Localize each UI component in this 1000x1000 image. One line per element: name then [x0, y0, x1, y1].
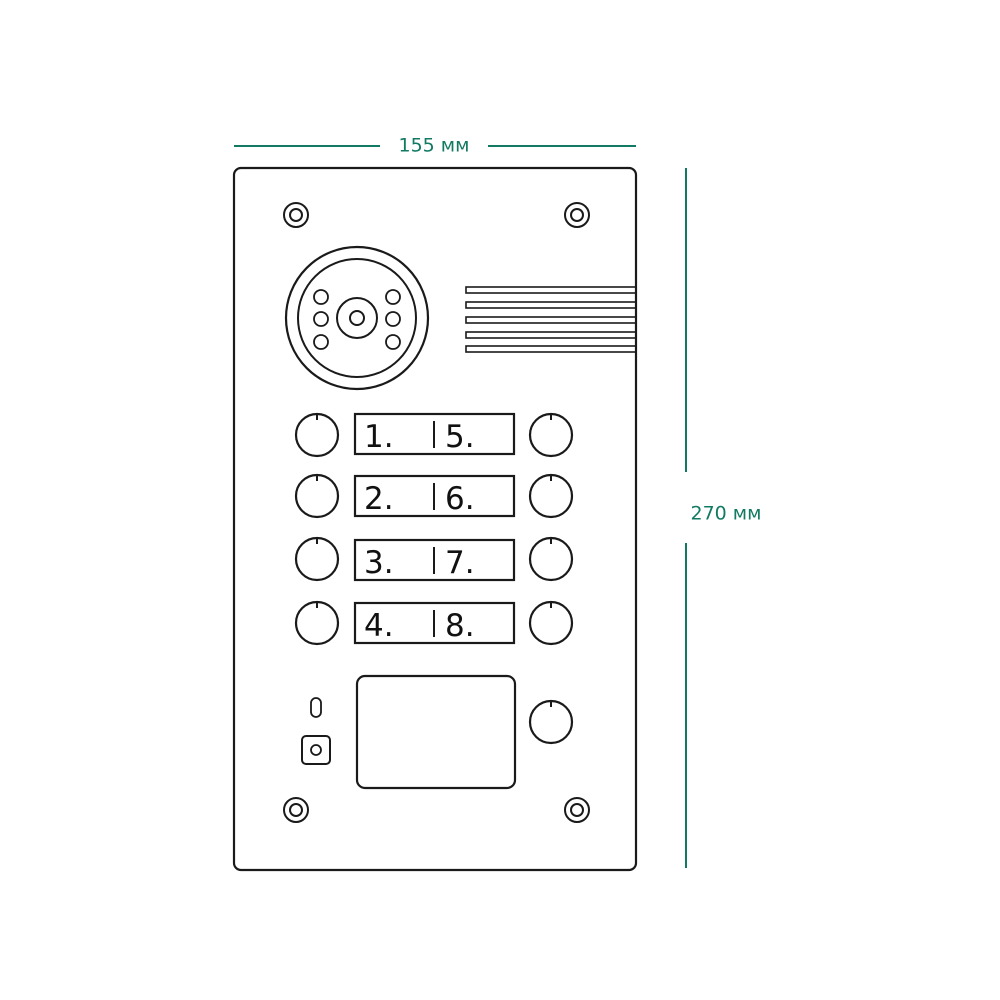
- name-plate: 4. 8.: [353, 601, 516, 645]
- name-plate-left-label: 3.: [364, 545, 394, 581]
- left-call-buttons: [294, 412, 340, 646]
- call-button[interactable]: [528, 473, 574, 519]
- name-plate: 3. 7.: [353, 538, 516, 582]
- indicator-led-icon: [310, 697, 322, 718]
- microphone-icon: [301, 735, 331, 765]
- call-button[interactable]: [294, 536, 340, 582]
- call-button[interactable]: [294, 473, 340, 519]
- ir-led-icon: [313, 334, 329, 350]
- camera-inner-ring: [297, 258, 417, 378]
- name-plate-left-label: 4.: [364, 608, 394, 644]
- screw-icon: [564, 797, 590, 823]
- right-call-buttons: [528, 412, 574, 745]
- name-plate: 2. 6.: [353, 474, 516, 518]
- ir-led-icon: [385, 334, 401, 350]
- call-button[interactable]: [528, 412, 574, 458]
- speaker-slot: [465, 286, 637, 294]
- ir-led-icon: [313, 289, 329, 305]
- name-plates: 1. 5. 2. 6. 3. 7. 4. 8.: [353, 412, 516, 645]
- screw-icon: [283, 202, 309, 228]
- panel-body: [232, 166, 638, 872]
- call-button[interactable]: [528, 699, 574, 745]
- name-plate-right-label: 7.: [445, 545, 475, 581]
- speaker-grille: [465, 286, 637, 353]
- call-button[interactable]: [294, 600, 340, 646]
- width-dimension-label: 155 мм: [399, 135, 470, 157]
- name-plate-left-label: 1.: [364, 419, 394, 455]
- call-button[interactable]: [294, 412, 340, 458]
- speaker-slot: [465, 301, 637, 309]
- call-button[interactable]: [528, 536, 574, 582]
- name-plate: 1. 5.: [353, 412, 516, 456]
- height-dimension: 270 мм: [685, 168, 762, 868]
- reader-window: [355, 674, 517, 790]
- width-dimension: 155 мм: [234, 135, 636, 157]
- name-plate-right-label: 5.: [445, 419, 475, 455]
- name-plate-right-label: 8.: [445, 608, 475, 644]
- screw-icon: [283, 797, 309, 823]
- ir-led-icon: [313, 311, 329, 327]
- speaker-slot: [465, 331, 637, 339]
- ir-led-icon: [385, 311, 401, 327]
- screw-icon: [564, 202, 590, 228]
- call-button[interactable]: [528, 600, 574, 646]
- camera-outer-ring: [284, 245, 430, 391]
- camera-lens-icon: [336, 297, 378, 339]
- speaker-slot: [465, 345, 637, 353]
- camera-module: [284, 245, 430, 391]
- ir-led-icon: [385, 289, 401, 305]
- name-plate-left-label: 2.: [364, 481, 394, 517]
- speaker-slot: [465, 316, 637, 324]
- height-dimension-label: 270 мм: [691, 503, 762, 525]
- name-plate-right-label: 6.: [445, 481, 475, 517]
